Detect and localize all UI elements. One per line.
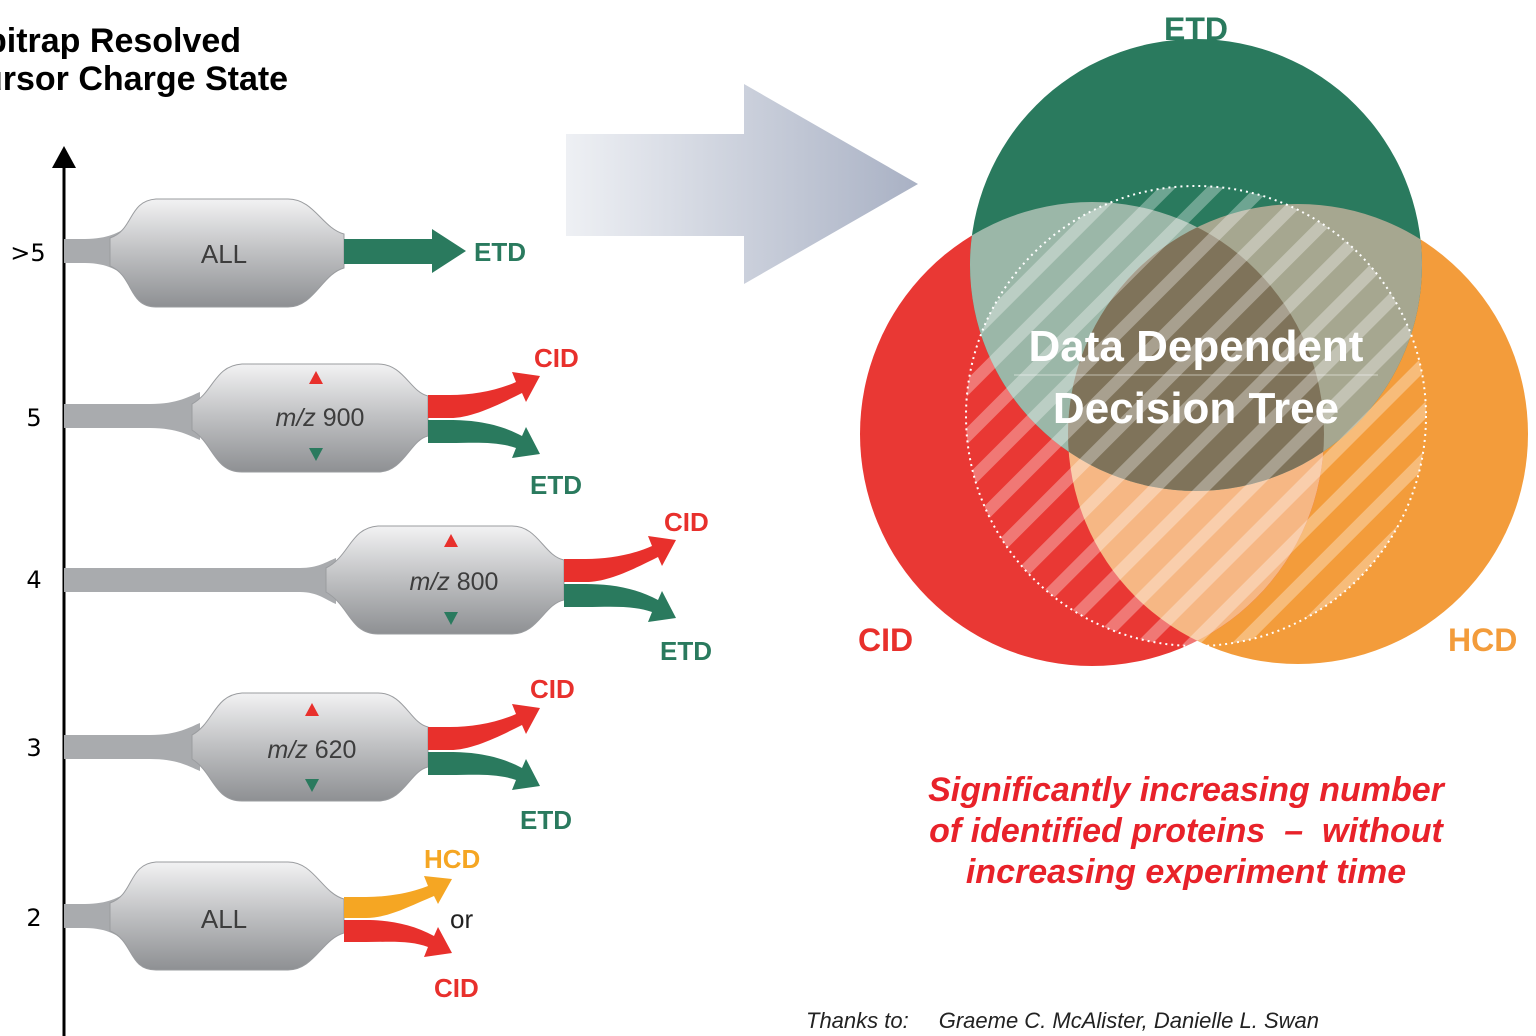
up-triangle-icon: [309, 371, 323, 384]
row-charge-5: 5 m/z 900 CID ETD: [26, 343, 582, 500]
node-capsule: [109, 198, 345, 308]
charge-label: 2: [26, 904, 41, 932]
credit-names: Graeme C. McAlister, Danielle L. Swan: [938, 1008, 1319, 1033]
node-label: m/z 800: [410, 568, 499, 596]
output-label-etd: ETD: [660, 636, 712, 666]
mz-value: 900: [323, 404, 365, 432]
joiner-or: or: [450, 904, 473, 934]
input-channel: [64, 723, 200, 771]
row-charge-4: 4 m/z 800 CID ETD: [26, 507, 712, 666]
venn-center-outline: [965, 185, 1427, 647]
headline-line2: of identified proteins – without: [929, 812, 1443, 850]
venn-label-etd: ETD: [1164, 11, 1228, 47]
venn-label-hcd: HCD: [1448, 622, 1517, 658]
credit-prefix: Thanks to:: [806, 1008, 909, 1033]
venn-center-line1: Data Dependent: [1029, 322, 1364, 371]
axis-title: bitrap Resolved ursor Charge State: [0, 22, 420, 98]
input-channel: [64, 558, 336, 604]
mz-spacer: [308, 736, 315, 764]
mz-prefix: m/z: [276, 404, 317, 432]
mz-prefix: m/z: [410, 568, 451, 596]
row-charge-gt5: >5 ALL ETD: [10, 198, 526, 308]
output-label-cid: CID: [530, 674, 575, 704]
output-label-etd: ETD: [520, 805, 572, 835]
up-triangle-icon: [444, 534, 458, 547]
mz-value: 620: [315, 736, 357, 764]
node-label: m/z 900: [276, 404, 365, 432]
etd-arrow: [428, 420, 540, 458]
venn-center-line2: Decision Tree: [1053, 384, 1339, 433]
charge-axis: [52, 146, 76, 1036]
etd-arrow: [428, 752, 540, 790]
cid-arrow: [428, 372, 540, 418]
headline: Significantly increasing number of ident…: [776, 770, 1536, 893]
output-label-cid: CID: [534, 343, 579, 373]
down-triangle-icon: [305, 779, 319, 792]
charge-label: 5: [26, 404, 41, 432]
output-label-etd: ETD: [530, 470, 582, 500]
row-charge-3: 3 m/z 620 CID ETD: [26, 674, 574, 835]
cid-arrow: [564, 536, 676, 582]
node-label: m/z 620: [268, 736, 357, 764]
etd-arrow: [344, 229, 466, 273]
big-arrow-shape: [566, 84, 918, 284]
node-label: ALL: [201, 239, 247, 269]
output-label-hcd: HCD: [424, 844, 480, 874]
hcd-arrow: [344, 876, 452, 918]
venn-label-cid: CID: [858, 622, 913, 658]
down-triangle-icon: [444, 612, 458, 625]
output-label-cid: CID: [664, 507, 709, 537]
down-triangle-icon: [309, 448, 323, 461]
charge-label: >5: [10, 239, 45, 267]
cid-arrow: [428, 704, 540, 750]
cid-arrow: [344, 920, 452, 957]
up-triangle-icon: [305, 703, 319, 716]
output-label-etd: ETD: [474, 237, 526, 267]
charge-label: 4: [26, 566, 41, 594]
mz-spacer: [316, 404, 323, 432]
node-label: ALL: [201, 904, 247, 934]
headline-line3: increasing experiment time: [965, 853, 1407, 891]
output-label-cid: CID: [434, 973, 479, 1003]
etd-arrow: [564, 584, 676, 622]
mz-spacer: [450, 568, 457, 596]
axis-title-line1: bitrap Resolved: [0, 22, 242, 60]
input-channel: [64, 392, 200, 440]
row-charge-2: 2 ALL HCD or CID: [26, 844, 480, 1003]
mz-prefix: m/z: [268, 736, 309, 764]
credit-line: Thanks to: Graeme C. McAlister, Danielle …: [806, 1008, 1319, 1034]
venn-center-zone: [966, 186, 1426, 646]
venn-diagram: Data Dependent Decision Tree ETD CID HCD: [858, 11, 1528, 666]
mz-value: 800: [457, 568, 499, 596]
headline-line1: Significantly increasing number: [928, 771, 1444, 809]
axis-title-line2: ursor Charge State: [0, 60, 289, 98]
node-capsule: [191, 363, 429, 473]
charge-label: 3: [26, 734, 41, 762]
